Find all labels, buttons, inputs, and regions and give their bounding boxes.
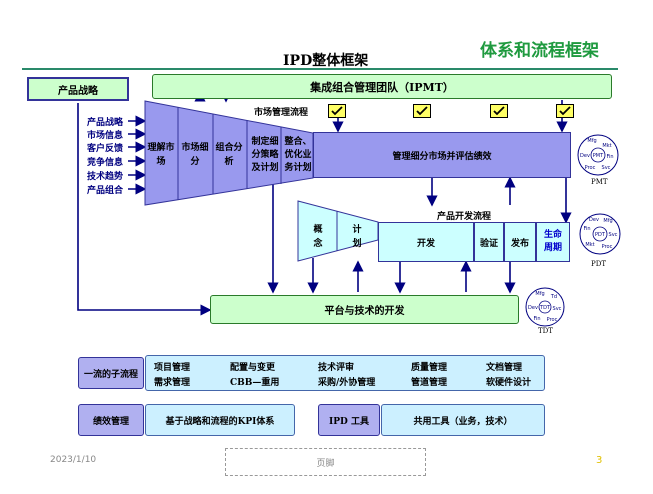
- header-title: 体系和流程框架: [480, 41, 599, 61]
- pd-funnel: [297, 200, 379, 262]
- subprocess-pipeline-mgmt: 管道管理: [411, 378, 448, 388]
- svg-text:Svc: Svc: [602, 165, 611, 171]
- footer-text: 页脚: [316, 458, 335, 469]
- svg-text:PMT: PMT: [593, 153, 604, 159]
- header-rule: [22, 68, 618, 70]
- product-strategy-box: 产品战略: [27, 77, 129, 101]
- subprocess-quality-mgmt: 质量管理: [411, 363, 448, 373]
- svg-text:Td: Td: [550, 294, 557, 300]
- svg-text:Mfg: Mfg: [587, 138, 596, 144]
- svg-text:Mfg: Mfg: [535, 291, 544, 297]
- subprocess-tech-review: 技术评审: [318, 363, 355, 373]
- subprocess-hw-sw-design: 软硬件设计: [486, 378, 532, 388]
- subprocess-project-mgmt: 项目管理: [154, 363, 191, 373]
- input-tech-trends: 技术趋势: [87, 172, 124, 182]
- footer-box: 页脚: [225, 448, 426, 476]
- funnel-optimize-plan: 整合、优化业务计划: [284, 136, 312, 173]
- svg-text:Proc: Proc: [547, 317, 558, 323]
- check-icon: [556, 104, 574, 118]
- pd-stage-develop: 开发: [378, 222, 474, 262]
- funnel-strategy: 制定细分策略及计划: [251, 136, 279, 173]
- input-customer-feedback: 客户反馈: [87, 144, 124, 154]
- kpi-label: 绩效管理: [78, 404, 144, 436]
- subprocess-panel: [145, 355, 545, 391]
- input-market-info: 市场信息: [87, 131, 124, 141]
- subprocess-requirement-mgmt: 需求管理: [154, 378, 191, 388]
- funnel-understand-market: 理解市场: [147, 143, 175, 167]
- market-funnel: [144, 100, 314, 206]
- svg-text:Dev: Dev: [580, 153, 590, 159]
- subprocess-procurement: 采购/外协管理: [318, 378, 376, 388]
- platform-bar: 平台与技术的开发: [210, 295, 519, 324]
- subprocess-doc-mgmt: 文档管理: [486, 363, 523, 373]
- pd-stage-verify: 验证: [474, 222, 504, 262]
- svg-text:Fin: Fin: [533, 316, 540, 322]
- tool-label: IPD 工具: [318, 404, 380, 436]
- svg-text:Fin: Fin: [583, 226, 590, 232]
- pd-stage-concept: 概念: [313, 225, 323, 249]
- pd-stage-plan: 计划: [352, 225, 362, 249]
- slide-date: 2023/1/10: [50, 455, 97, 465]
- svg-text:Fin: Fin: [606, 154, 613, 160]
- check-icon: [413, 104, 431, 118]
- subprocess-config-change: 配置与变更: [230, 363, 276, 373]
- svg-text:TDT: TDT: [539, 305, 551, 311]
- svg-text:Dev: Dev: [589, 217, 599, 223]
- slide-title: IPD整体框架: [283, 53, 369, 69]
- pd-stage-launch: 发布: [504, 222, 536, 262]
- svg-text:Mfg: Mfg: [603, 218, 612, 224]
- svg-text:Proc: Proc: [602, 244, 613, 250]
- manage-segment-bar: 管理细分市场并评估绩效: [313, 132, 571, 178]
- funnel-portfolio-analysis: 组合分析: [215, 143, 243, 167]
- kpi-desc: 基于战略和流程的KPI体系: [145, 404, 295, 436]
- subprocess-cbb-reuse: CBB—重用: [230, 378, 280, 388]
- input-product-portfolio: 产品组合: [87, 186, 124, 196]
- ipmt-bar: 集成组合管理团队（IPMT）: [152, 74, 612, 99]
- check-icon: [328, 104, 346, 118]
- svg-text:PDT: PDT: [595, 232, 606, 238]
- svg-text:Mkt: Mkt: [585, 242, 594, 248]
- market-process-label: 市场管理流程: [254, 108, 309, 118]
- input-competition-info: 竞争信息: [87, 158, 124, 168]
- tdt-label: TDT: [538, 327, 553, 335]
- pmt-label: PMT: [591, 178, 608, 186]
- subprocess-label: 一流的子流程: [78, 357, 144, 389]
- svg-text:Svc: Svc: [553, 306, 562, 312]
- pd-process-label: 产品开发流程: [437, 212, 492, 222]
- check-icon: [490, 104, 508, 118]
- pdt-label: PDT: [591, 260, 606, 268]
- svg-text:Proc: Proc: [585, 165, 596, 171]
- svg-text:Dev: Dev: [528, 305, 538, 311]
- pd-stage-lifecycle: 生命周期: [536, 222, 570, 262]
- page-number: 3: [596, 455, 603, 466]
- svg-text:Mkt: Mkt: [602, 143, 611, 149]
- funnel-segmentation: 市场细分: [181, 143, 209, 167]
- tool-desc: 共用工具（业务，技术）: [381, 404, 545, 436]
- svg-text:Svc: Svc: [609, 232, 618, 238]
- input-product-strategy: 产品战略: [87, 118, 124, 128]
